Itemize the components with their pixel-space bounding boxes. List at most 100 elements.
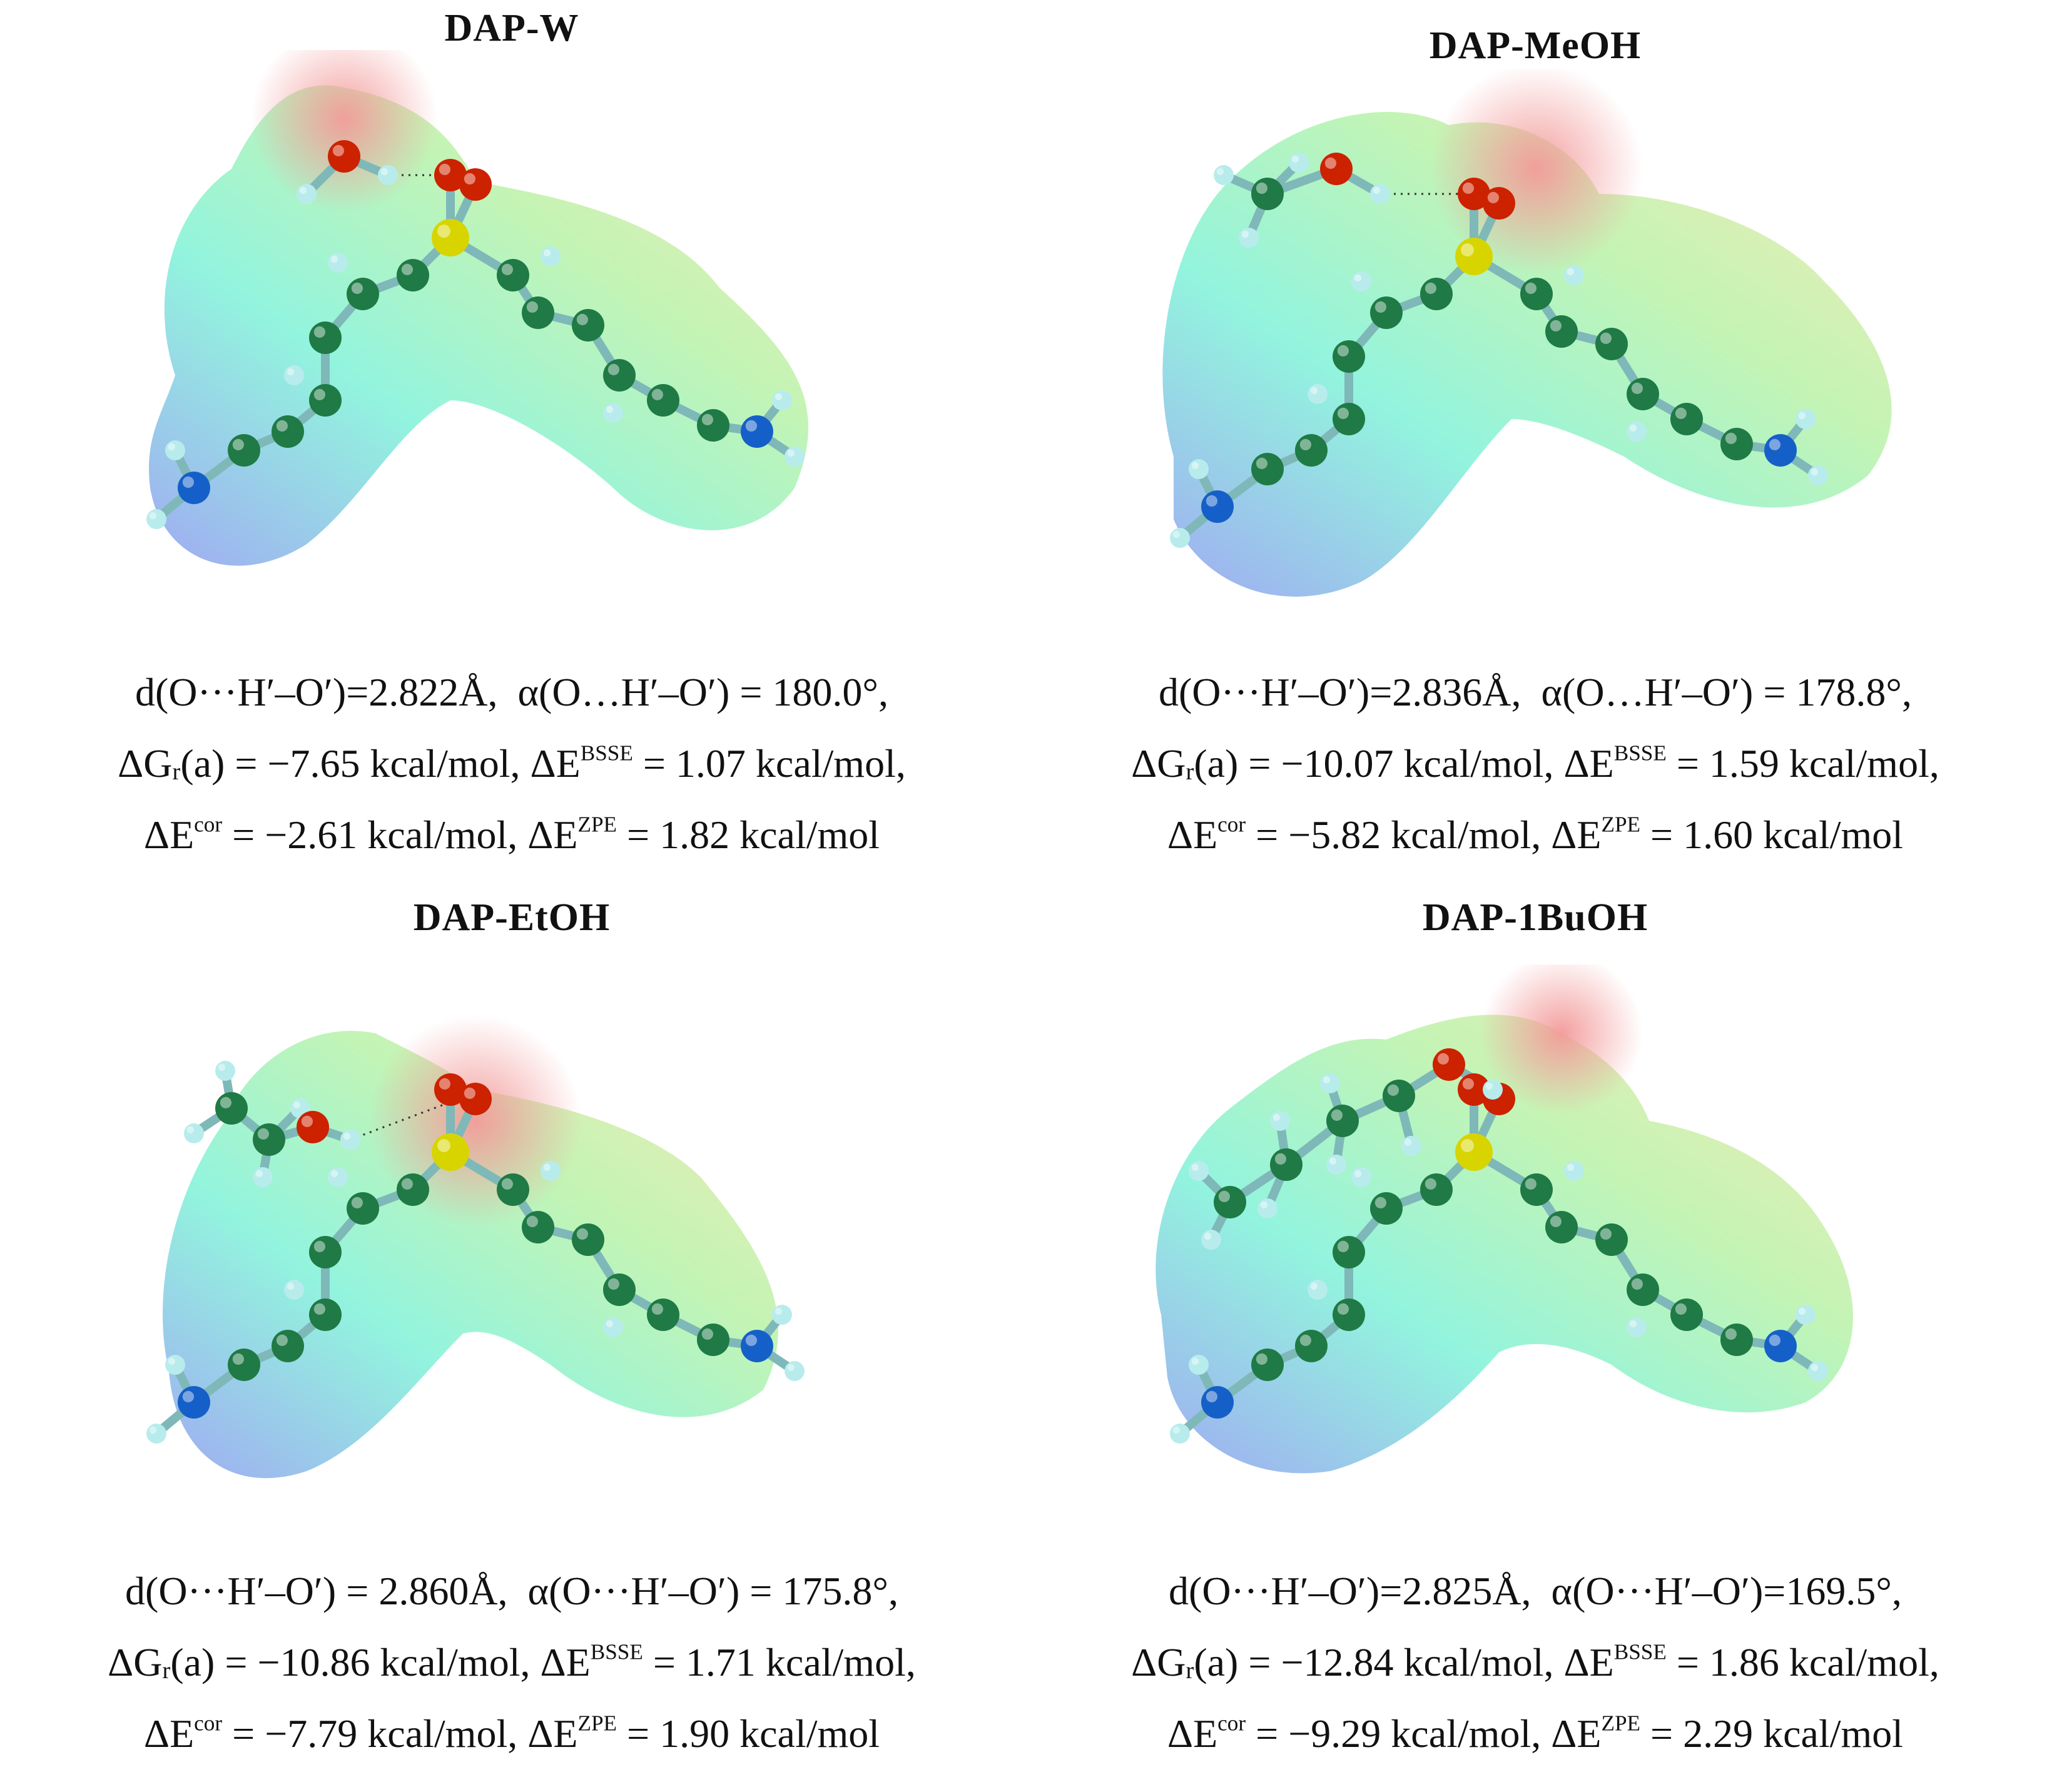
- delta-g-subscript: r: [172, 758, 181, 785]
- solvent-hydrogen-atom: [184, 1123, 204, 1143]
- carbon-atom: [647, 1298, 679, 1331]
- solvent-hydrogen-atom: [253, 1167, 273, 1187]
- esp-surface-molecule: [100, 50, 923, 613]
- hydrogen-atom: [785, 447, 805, 467]
- carbon-atom: [522, 296, 554, 329]
- molecule-svg: [146, 1015, 805, 1479]
- carbon-atom: [397, 1173, 429, 1206]
- carbon-atom-highlight: [1675, 1303, 1687, 1315]
- hydrogen-atom: [1189, 459, 1209, 479]
- carbon-atom-highlight: [351, 1197, 363, 1208]
- carbon-atom: [1295, 434, 1328, 467]
- carbon-atom-highlight: [313, 1240, 325, 1252]
- solvent-carbon-atom-highlight: [220, 1096, 231, 1108]
- hydrogen-atom: [1808, 1361, 1828, 1381]
- solvent-carbon-atom: [215, 1092, 248, 1125]
- panel-title: DAP-MeOH: [1429, 24, 1642, 67]
- hydrogen-atom: [1627, 1317, 1647, 1337]
- molecule-svg: [1162, 69, 1892, 597]
- hydrogen-atom-highlight: [1172, 1426, 1180, 1434]
- sulfur-atom-highlight: [1461, 1139, 1474, 1152]
- carbon-atom-highlight: [232, 438, 244, 451]
- hydrogen-atom: [1796, 1305, 1816, 1325]
- carbon-atom: [1251, 453, 1284, 485]
- geometry-line: d(O···H′–O′)=2.822Å, α(O…H′–O′) = 180.0°…: [0, 657, 1023, 728]
- hydrogen-atom-highlight: [287, 368, 294, 375]
- carbon-atom-highlight: [401, 263, 413, 275]
- hydrogen-atom: [1627, 422, 1647, 442]
- carbon-atom-highlight: [501, 263, 514, 275]
- carbon-atom: [497, 1173, 529, 1206]
- carbon-atom-highlight: [1425, 1178, 1436, 1190]
- hydrogen-atom: [1308, 1280, 1328, 1300]
- geometry-line: d(O···H′–O′) = 2.860Å, α(O···H′–O′) = 17…: [0, 1556, 1023, 1627]
- solvent-hydrogen-atom: [1401, 1136, 1421, 1156]
- bsse-superscript: BSSE: [580, 741, 633, 766]
- carbon-atom-highlight: [701, 1328, 713, 1340]
- solvent-hydrogen-atom-highlight: [218, 1063, 225, 1071]
- solvent-carbon-atom-highlight: [1387, 1084, 1399, 1096]
- carbon-atom: [309, 321, 342, 354]
- hydrogen-atom-highlight: [1798, 1307, 1806, 1315]
- solvent-hydrogen-atom-highlight: [1373, 186, 1380, 194]
- hydrogen-atom-highlight: [149, 1426, 156, 1434]
- solvent-oxygen-atom-highlight: [301, 1115, 313, 1127]
- nitrogen-atom-highlight: [745, 1334, 757, 1346]
- hydrogen-atom-highlight: [1191, 462, 1199, 470]
- hydrogen-atom: [328, 1167, 348, 1187]
- solvent-hydrogen-atom-highlight: [1329, 1157, 1336, 1165]
- nitrogen-atom: [1764, 434, 1797, 467]
- carbon-atom-highlight: [501, 1178, 514, 1190]
- hydrogen-atom-highlight: [287, 1282, 294, 1290]
- delta-g-symbol: ΔG: [108, 1640, 163, 1684]
- bsse-superscript: BSSE: [1613, 1639, 1667, 1664]
- nitrogen-atom-highlight: [182, 476, 194, 488]
- hydrogen-atom: [146, 509, 166, 529]
- carbon-atom-highlight: [1600, 1228, 1612, 1240]
- carbon-atom-highlight: [1550, 1215, 1562, 1227]
- oxygen-atom-highlight: [439, 1078, 451, 1090]
- hydrogen-atom-highlight: [606, 1320, 614, 1327]
- zpe-superscript: ZPE: [1601, 812, 1641, 837]
- carbon-atom-highlight: [276, 1334, 288, 1346]
- angle-value: α(O···H′–O′) = 175.8°,: [527, 1569, 898, 1613]
- hydrogen-atom-highlight: [1567, 268, 1574, 275]
- carbon-atom-highlight: [313, 1303, 325, 1315]
- carbon-atom: [697, 409, 729, 442]
- sulfur-atom: [432, 219, 469, 256]
- solvent-oxygen-atom: [1433, 1048, 1465, 1081]
- solvent-carbon-atom-highlight: [1331, 1109, 1343, 1121]
- carbon-atom-highlight: [1299, 1334, 1311, 1346]
- cor-superscript: cor: [194, 1711, 223, 1736]
- delta-g-argument: (a): [1194, 741, 1239, 786]
- hydrogen-atom: [284, 365, 304, 385]
- molecule-svg: [1156, 964, 1853, 1474]
- carbon-atom-highlight: [701, 413, 713, 426]
- hydrogen-atom-highlight: [168, 443, 175, 451]
- delta-g-value: = −12.84 kcal/mol,: [1248, 1640, 1554, 1684]
- oxygen-atom-highlight: [1462, 182, 1474, 194]
- carbon-atom: [309, 1236, 342, 1268]
- hydrogen-atom: [541, 1161, 561, 1181]
- zpe-value: = 1.60 kcal/mol: [1650, 812, 1904, 857]
- carbon-atom: [1370, 296, 1403, 329]
- solvent-carbon-atom: [1326, 1105, 1359, 1137]
- carbon-atom: [228, 434, 260, 467]
- hydrogen-atom: [1351, 271, 1371, 291]
- delta-g-symbol: ΔG: [1131, 741, 1186, 786]
- negative-potential-region: [369, 1015, 582, 1227]
- carbon-atom: [1333, 403, 1365, 435]
- solvent-oxygen-atom: [1320, 153, 1353, 185]
- hydrogen-atom: [772, 390, 792, 410]
- carbon-atom-highlight: [576, 313, 589, 325]
- hydrogen-atom: [1808, 465, 1828, 485]
- carbon-atom: [1545, 315, 1578, 348]
- solvent-hydrogen-atom: [378, 165, 398, 185]
- nitrogen-atom: [741, 1330, 773, 1362]
- cor-superscript: cor: [194, 812, 223, 837]
- carbon-atom-highlight: [1675, 407, 1687, 420]
- carbon-atom: [1420, 278, 1453, 310]
- oxygen-atom-highlight: [464, 1087, 476, 1099]
- energy-line-2: ΔEcor = −7.79 kcal/mol, ΔEZPE = 1.90 kca…: [0, 1698, 1023, 1769]
- carbon-atom-highlight: [1725, 432, 1737, 445]
